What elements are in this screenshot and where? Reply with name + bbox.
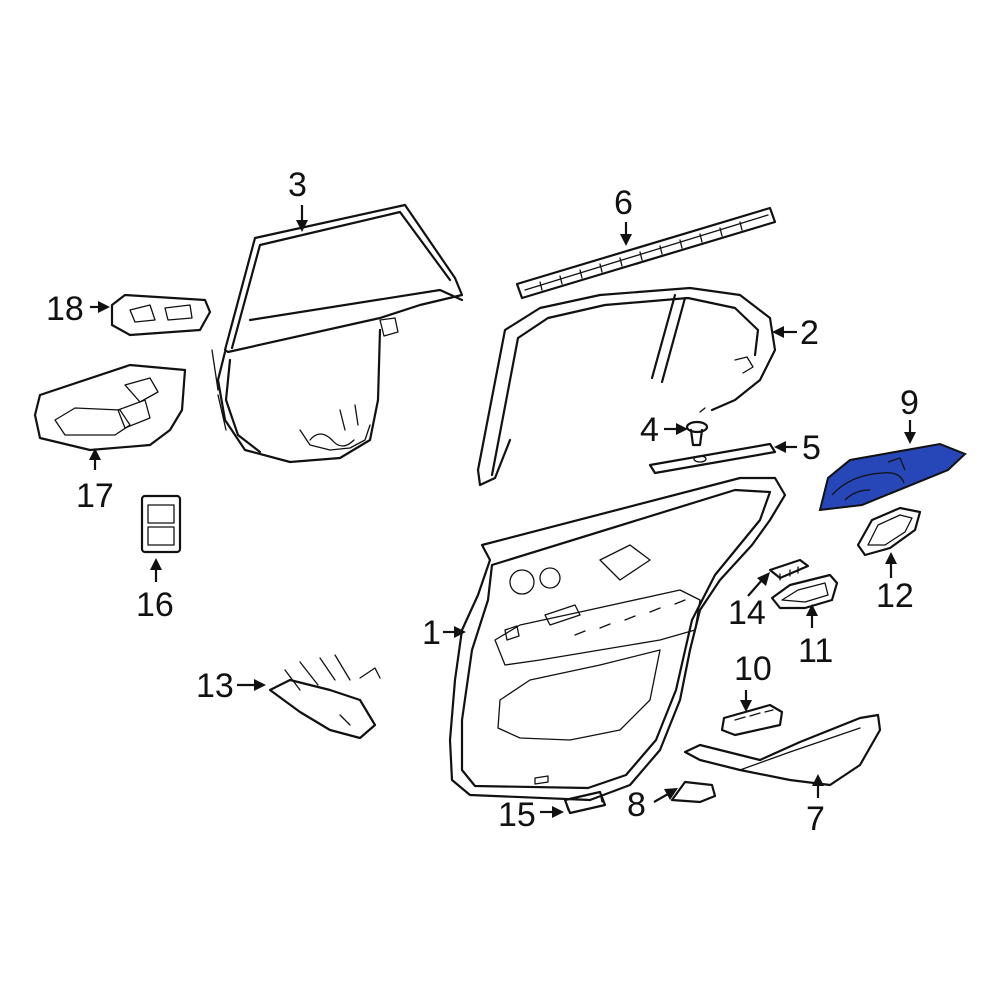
part-4-clip[interactable] (685, 420, 709, 447)
part-17-seat-switch-panel[interactable] (33, 363, 187, 452)
callout-10: 10 (734, 650, 772, 688)
callout-12: 12 (876, 577, 914, 615)
leader-lines (89, 205, 916, 818)
part-2-window-frame[interactable] (476, 286, 777, 487)
callout-9: 9 (900, 384, 919, 422)
part-8-end-cap[interactable] (670, 780, 717, 804)
part-6-belt-molding[interactable] (515, 206, 777, 300)
part-14-bracket[interactable] (768, 558, 810, 581)
part-9-cover[interactable] (818, 442, 967, 512)
part-12-bezel[interactable] (856, 506, 922, 557)
callout-17: 17 (76, 477, 114, 515)
callout-18: 18 (46, 290, 84, 328)
part-1-door-panel[interactable] (448, 476, 787, 802)
callout-7: 7 (806, 800, 825, 838)
callout-labels: 3 6 2 4 5 9 1 12 14 11 10 7 8 15 13 16 1… (46, 166, 919, 838)
callout-2: 2 (800, 314, 819, 352)
callout-15: 15 (498, 796, 536, 834)
callout-8: 8 (627, 786, 646, 824)
callout-1: 1 (422, 614, 441, 652)
part-10-switch[interactable] (720, 703, 784, 737)
part-16-switch[interactable] (140, 494, 182, 554)
callout-11: 11 (798, 632, 833, 670)
part-3-window-regulator[interactable] (211, 203, 464, 464)
callout-14: 14 (728, 594, 766, 632)
part-13-wiring-harness[interactable] (268, 654, 381, 740)
callout-13: 13 (196, 667, 234, 705)
part-11-inside-handle[interactable] (770, 573, 839, 610)
part-5-shield[interactable] (648, 442, 777, 475)
callout-5: 5 (802, 429, 821, 467)
part-18-switch-bezel[interactable] (110, 293, 212, 337)
callout-4: 4 (640, 411, 659, 449)
callout-6: 6 (614, 184, 633, 222)
callout-3: 3 (288, 166, 307, 204)
callout-16: 16 (136, 586, 174, 624)
part-15-block[interactable] (563, 790, 607, 815)
part-7-armrest[interactable] (683, 713, 882, 787)
